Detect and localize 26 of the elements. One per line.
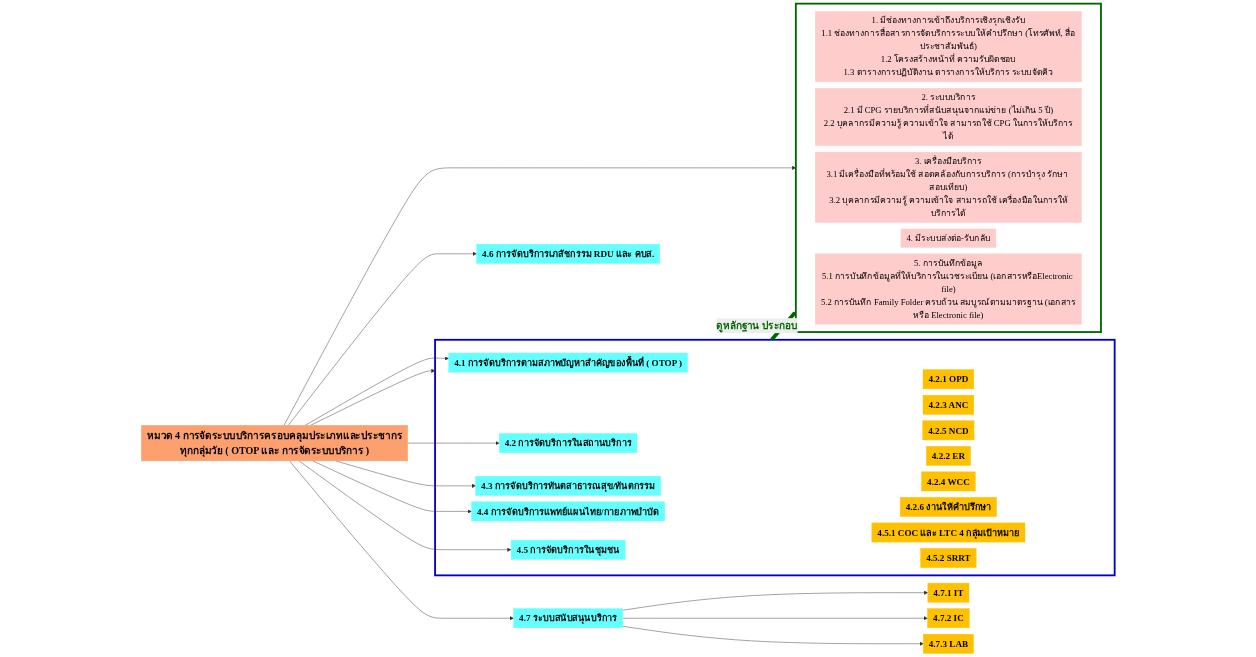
node-box: 4.4 การจัดบริการแพทย์แผนไทย/กายภาพบำบัด	[471, 501, 665, 522]
node-box: 4.2.1 OPD	[922, 369, 974, 390]
node-box: หมวด 4 การจัดระบบบริการครอบคลุมประเภทและประชากรทุกกลุ่มวัย ( OTOP และ การจัดระบบบริการ )	[141, 425, 408, 462]
node-box: 4.1 การจัดบริการตามสภาพปัญหาสำคัญของพื้นที่ ( OTOP )	[448, 352, 688, 373]
node-box: 4.2.4 WCC	[921, 471, 976, 492]
node-box: 5. การบันทึกข้อมูล 5.1 การบันทึกข้อมูลที่ให้บริการในเวชระเบียน (เอกสารหรือElectronic file) 5.2 การบันทึก Family Folder ครบถ้วน สมบูรณ์ตามมาตรฐาน (เอกสารหรือ Electronic file)	[815, 253, 1082, 325]
node-box: 4.7.2 IC	[927, 608, 970, 629]
node-box: 4.7.1 IT	[927, 582, 970, 603]
node-box: 4.7.3 LAB	[923, 633, 974, 654]
edge-label: ดูหลักฐาน ประกอบ	[716, 319, 798, 332]
node-box: 4.6 การจัดบริการเภสัชกรรม RDU และ คบส.	[476, 244, 660, 264]
node-box: 4.7 ระบบสนับสนุนบริการ	[513, 608, 623, 629]
node-box: 4. มีระบบส่งต่อ-รับกลับ	[900, 228, 997, 248]
node-box: 3. เครื่องมือบริการ 3.1 มีเครื่องมือที่พร้อมใช้ สอดคล้องกับการบริการ (การบำรุง รักษา สอบเทียบ) 3.2 บุคลากรมีความรู้ ความเข้าใจ สามารถใช้ เครื่องมือในการให้บริการได้	[815, 151, 1082, 223]
node-box: 1. มีช่องทางการเข้าถึงบริการเชิงรุกเชิงรับ 1.1 ช่องทางการสื่อสารการจัดบริการระบบให้คำปรึกษา (โทรศัพท์, สื่อประชาสัมพันธ์) 1.2 โครงสร้างหน้าที่ ความรับผิดชอบ 1.3 ตารางการปฏิบัติงาน ตารางการให้บริการ ระบบจัดคิว	[815, 11, 1082, 83]
node-box: 4.2 การจัดบริการในสถานบริการ	[499, 433, 638, 453]
node-box: 4.3 การจัดบริการทันตสาธารณสุข/ทันตกรรม	[475, 476, 661, 496]
node-box: 4.2.6 งานให้คำปรึกษา	[900, 497, 997, 517]
node-box: 4.5 การจัดบริการในชุมชน	[510, 539, 626, 560]
node-box: 4.2.5 NCD	[922, 420, 975, 441]
cluster	[434, 338, 1116, 577]
node-box: 4.2.2 ER	[926, 446, 971, 466]
node-box: 4.2.3 ANC	[922, 394, 974, 415]
node-box: 4.5.1 COC และ LTC 4 กลุ่มเป้าหมาย	[871, 522, 1026, 543]
node-box: 2. ระบบบริการ 2.1 มี CPG รายบริการที่สนับสนุนจากแม่ข่าย (ไม่เกิน 5 ปี) 2.2 บุคลากรมีความรู้ ความเข้าใจ สามารถใช้ CPG ในการให้บริการได้	[815, 88, 1082, 146]
node-box: 4.5.2 SRRT	[920, 548, 977, 568]
